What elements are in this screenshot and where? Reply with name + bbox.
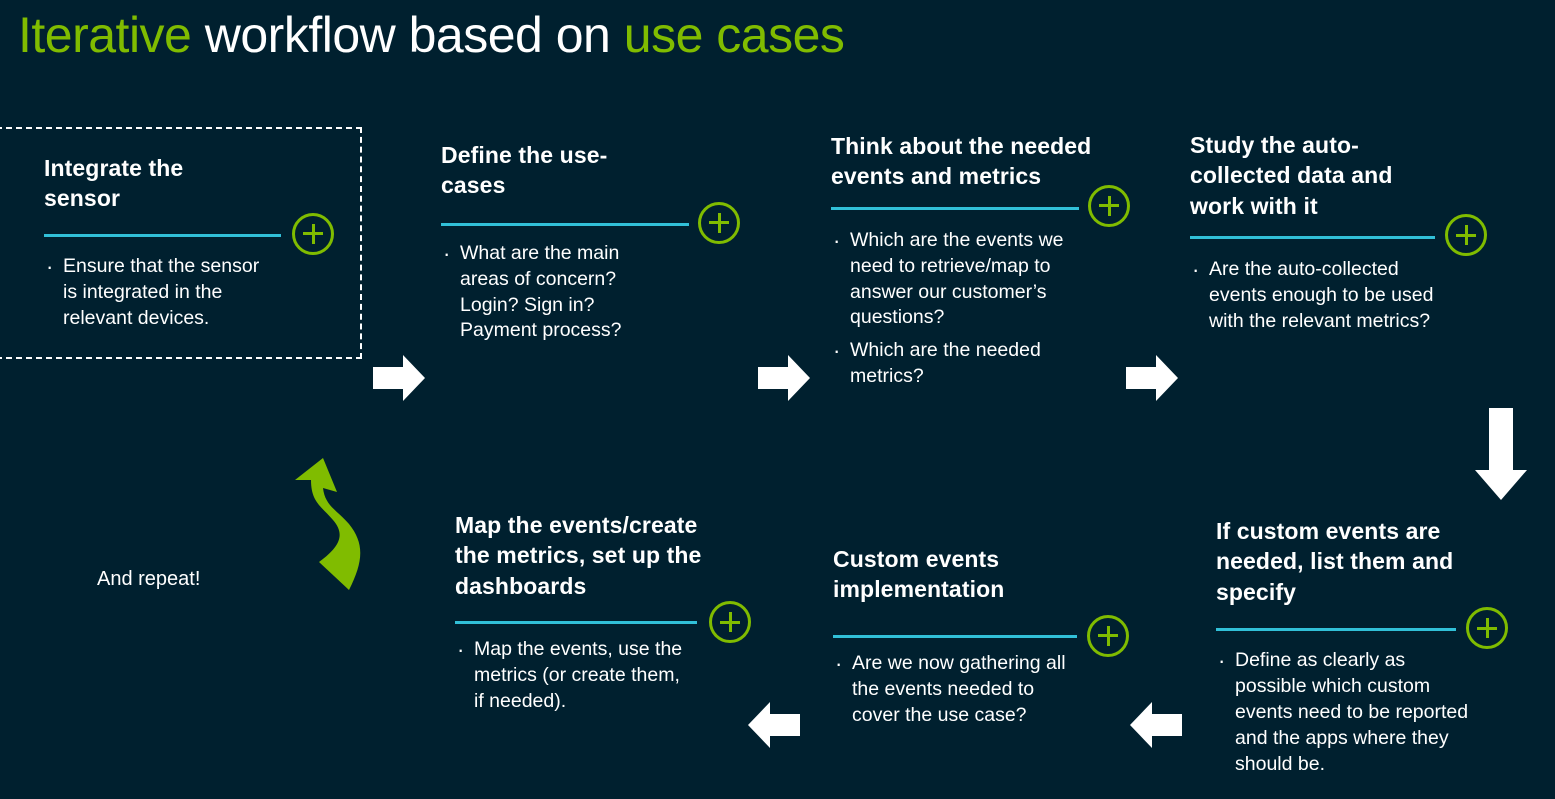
flow-arrow-right-2	[758, 355, 810, 401]
expand-plus-icon[interactable]	[698, 201, 740, 244]
step-divider-row	[455, 601, 775, 645]
step-bullet-list: Define as clearly as possible which cust…	[1216, 646, 1471, 778]
list-item: Are the auto-collected events enough to …	[1190, 255, 1446, 335]
step-divider	[455, 621, 697, 625]
step-divider-row	[1190, 214, 1540, 257]
step-divider	[44, 233, 281, 237]
step-card-integrate-the-sensor[interactable]: Integrate the sensor Ensure that the sen…	[0, 127, 362, 359]
list-item: Are we now gathering all the events need…	[833, 649, 1081, 729]
flow-arrow-left-2	[748, 702, 800, 748]
list-item: Map the events, use the metrics (or crea…	[455, 635, 691, 715]
flow-arrow-right-3	[1126, 355, 1178, 401]
expand-plus-icon[interactable]	[1088, 184, 1130, 227]
step-card-define-the-use-cases[interactable]: Define the use-cases What are the main a…	[441, 140, 771, 351]
step-divider-row	[833, 605, 1153, 663]
page-title-accent-start: Iterative	[18, 7, 192, 63]
page-title-accent-end: use cases	[623, 7, 845, 63]
step-bullet-list: What are the main areas of concern? Logi…	[441, 239, 673, 345]
step-divider-row	[1216, 607, 1546, 653]
step-divider-row	[44, 212, 334, 258]
list-item: Which are the events we need to retrieve…	[831, 226, 1083, 332]
step-divider-row	[441, 201, 771, 247]
expand-plus-icon[interactable]	[1466, 607, 1508, 650]
step-bullet-list: Which are the events we need to retrieve…	[831, 226, 1083, 391]
expand-plus-icon[interactable]	[1087, 614, 1129, 657]
repeat-note-label: And repeat!	[97, 568, 201, 590]
flow-arrow-repeat-curved	[293, 458, 365, 590]
step-title: Think about the needed events and metric…	[831, 133, 1092, 190]
expand-plus-icon[interactable]	[1445, 214, 1487, 257]
expand-plus-icon[interactable]	[709, 601, 751, 644]
step-divider	[1216, 628, 1456, 632]
step-title: Study the auto-collected data and work w…	[1190, 132, 1393, 219]
step-divider	[441, 222, 689, 226]
step-divider	[833, 634, 1077, 638]
flow-arrow-down	[1475, 408, 1527, 500]
step-card-think-about-events-and-metrics[interactable]: Think about the needed events and metric…	[831, 131, 1171, 397]
step-card-list-custom-events[interactable]: If custom events are needed, list them a…	[1216, 516, 1546, 785]
step-title: If custom events are needed, list them a…	[1216, 518, 1454, 605]
step-card-study-auto-collected-data[interactable]: Study the auto-collected data and work w…	[1190, 130, 1540, 342]
flow-arrow-left-1	[1130, 702, 1182, 748]
step-divider	[1190, 236, 1435, 240]
page-title-middle: workflow based on	[191, 7, 624, 63]
step-title: Map the events/create the metrics, set u…	[455, 512, 702, 599]
page-title: Iterative workflow based on use cases	[18, 6, 845, 64]
flow-arrow-right-1	[373, 355, 425, 401]
expand-plus-icon[interactable]	[292, 212, 334, 255]
step-bullet-list: Are we now gathering all the events need…	[833, 649, 1081, 729]
step-bullet-list: Map the events, use the metrics (or crea…	[455, 635, 691, 715]
list-item: What are the main areas of concern? Logi…	[441, 239, 673, 345]
step-divider-row	[831, 184, 1171, 228]
step-title: Define the use-cases	[441, 142, 608, 199]
list-item: Define as clearly as possible which cust…	[1216, 646, 1471, 778]
step-bullet-list: Ensure that the sensor is integrated in …	[44, 252, 260, 332]
step-divider	[831, 206, 1079, 210]
step-bullet-list: Are the auto-collected events enough to …	[1190, 255, 1446, 335]
list-item: Ensure that the sensor is integrated in …	[44, 252, 260, 332]
step-title: Custom events implementation	[833, 546, 1005, 603]
step-title: Integrate the sensor	[44, 155, 184, 212]
step-card-custom-events-implementation[interactable]: Custom events implementation Are we now …	[833, 544, 1153, 735]
step-card-map-events-set-up-dashboards[interactable]: Map the events/create the metrics, set u…	[455, 510, 775, 722]
list-item: Which are the needed metrics?	[831, 336, 1083, 390]
